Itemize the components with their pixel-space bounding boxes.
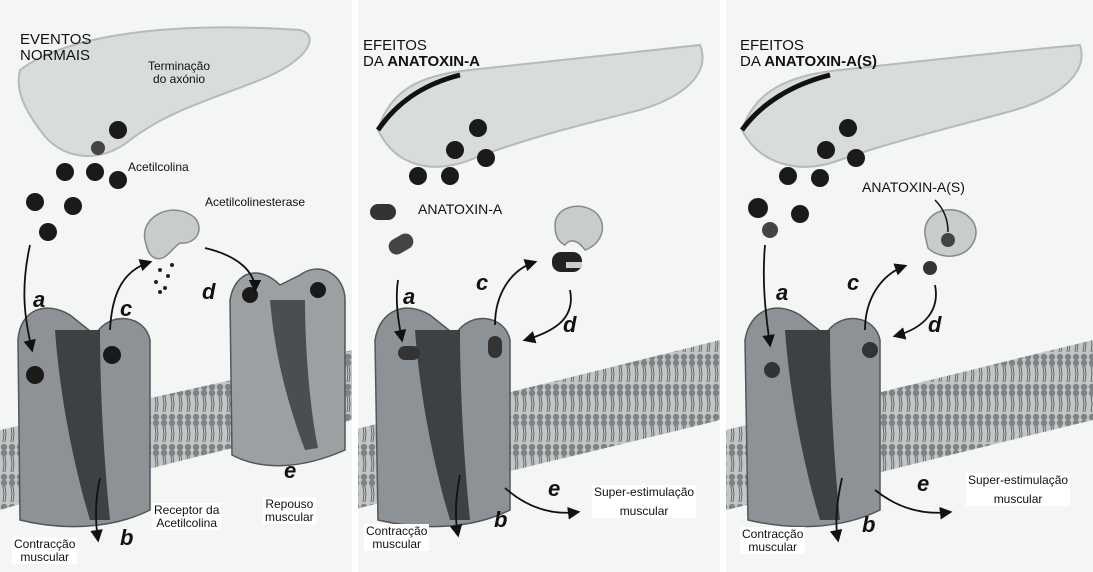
panel-3-step-d: d bbox=[928, 312, 941, 338]
rest-label: Repouso muscular bbox=[263, 497, 316, 524]
panel-2-contraction-label: Contracção muscular bbox=[364, 524, 429, 551]
panel-1-art bbox=[0, 0, 352, 572]
panel-2-title: EFEITOS DA ANATOXIN-A bbox=[363, 38, 480, 70]
enzyme-3 bbox=[925, 210, 976, 256]
panel-1-step-b: b bbox=[120, 525, 133, 551]
panel-2-step-c: c bbox=[476, 270, 488, 296]
panel-3-step-e: e bbox=[917, 471, 929, 497]
panel-2-step-b: b bbox=[494, 507, 507, 533]
panel-3-toxin-label: ANATOXIN-A(S) bbox=[862, 180, 965, 195]
panel-2-superstim-label: Super-estimulação muscular bbox=[592, 485, 696, 518]
panel-3-title: EFEITOS DA ANATOXIN-A(S) bbox=[740, 38, 877, 70]
axon-terminal-label: Terminação do axónio bbox=[148, 60, 210, 85]
panel-2-step-d: d bbox=[563, 312, 576, 338]
panel-3-step-a: a bbox=[776, 280, 788, 306]
panel-2-step-e: e bbox=[548, 476, 560, 502]
panel-1-title: EVENTOS NORMAIS bbox=[20, 32, 91, 64]
panel-1-step-a: a bbox=[33, 287, 45, 313]
panel-2-toxin-label: ANATOXIN-A bbox=[418, 202, 502, 217]
panel-1-contraction-label: Contracção muscular bbox=[12, 537, 77, 564]
panel-1-step-e: e bbox=[284, 458, 296, 484]
acetylcholinesterase-label: Acetilcolinesterase bbox=[205, 196, 305, 209]
panel-1-step-d: d bbox=[202, 279, 215, 305]
acetylcholine-label: Acetilcolina bbox=[128, 161, 189, 174]
panel-3-superstim-label: Super-estimulação muscular bbox=[966, 473, 1070, 506]
enzyme-2 bbox=[555, 206, 602, 250]
panel-3-contraction-label: Contracção muscular bbox=[740, 527, 805, 554]
panel-3-step-c: c bbox=[847, 270, 859, 296]
panel-3-step-b: b bbox=[862, 512, 875, 538]
receptor-label: Receptor da Acetilcolina bbox=[152, 503, 221, 530]
panel-1-step-c: c bbox=[120, 296, 132, 322]
panel-2-step-a: a bbox=[403, 284, 415, 310]
